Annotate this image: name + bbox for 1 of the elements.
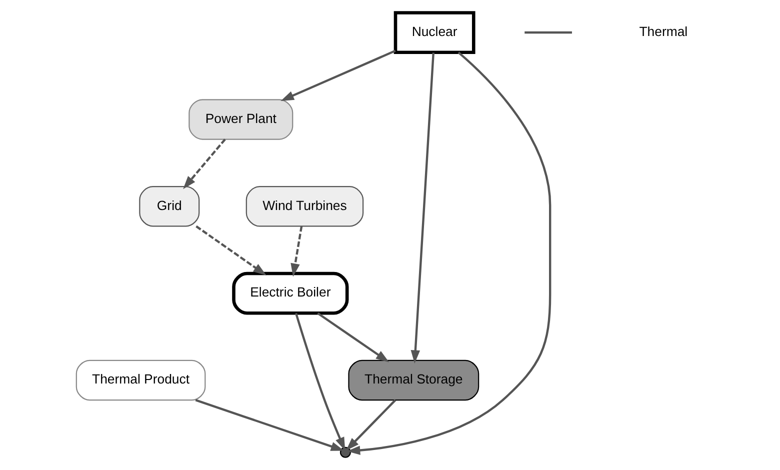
legend-label: Thermal — [639, 24, 688, 39]
